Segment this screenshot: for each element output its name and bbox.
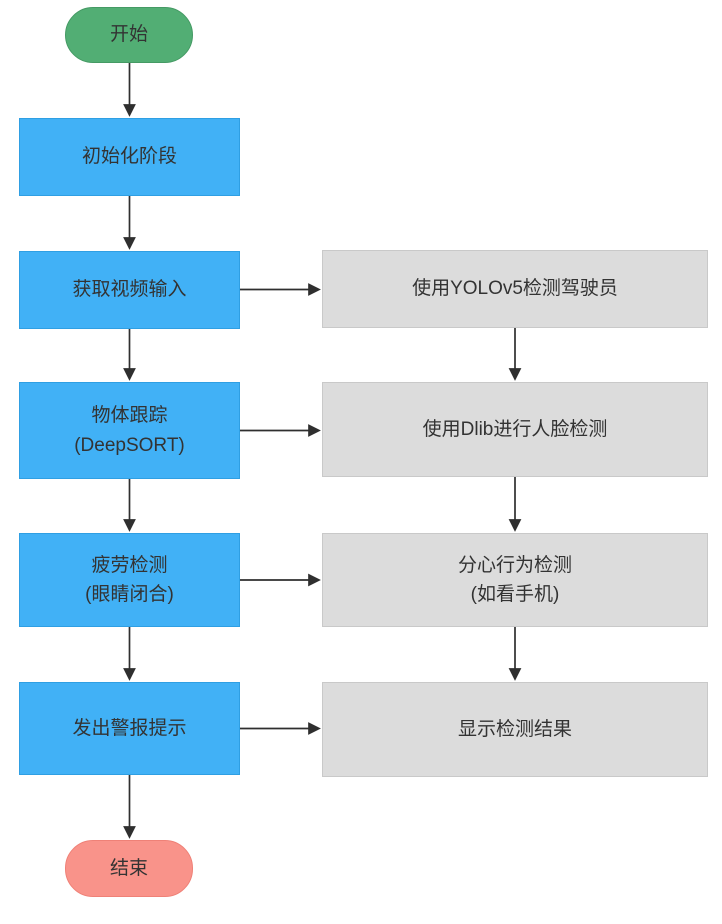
flow-node-start: 开始 [65,7,193,63]
node-sublabel: (眼睛闭合) [85,584,174,605]
flow-node-distraction-detection: 分心行为检测 (如看手机) [322,533,708,627]
node-label: 使用Dlib进行人脸检测 [422,418,608,440]
node-label: 使用YOLOv5检测驾驶员 [412,278,618,300]
node-label: 获取视频输入 [72,279,187,301]
node-label: 疲劳检测 [91,554,168,576]
node-sublabel: (如看手机) [470,584,560,605]
node-label: 开始 [109,24,148,46]
flow-node-init: 初始化阶段 [19,118,240,196]
flow-node-show-results: 显示检测结果 [322,682,708,777]
node-label: 物体跟踪 [91,405,168,427]
node-sublabel: (DeepSORT) [74,434,185,456]
flow-node-fatigue-detection: 疲劳检测 (眼睛闭合) [19,533,240,627]
flow-node-object-tracking: 物体跟踪 (DeepSORT) [19,382,240,479]
flow-node-yolo-detection: 使用YOLOv5检测驾驶员 [322,250,708,328]
flow-node-alert: 发出警报提示 [19,682,240,775]
node-label: 显示检测结果 [457,718,572,740]
flow-node-end: 结束 [65,840,193,897]
flow-node-face-detection: 使用Dlib进行人脸检测 [322,382,708,477]
node-label: 发出警报提示 [72,717,187,739]
node-label: 初始化阶段 [81,146,177,168]
flow-node-video-input: 获取视频输入 [19,251,240,329]
node-label: 结束 [109,857,148,879]
node-label: 分心行为检测 [457,554,572,576]
